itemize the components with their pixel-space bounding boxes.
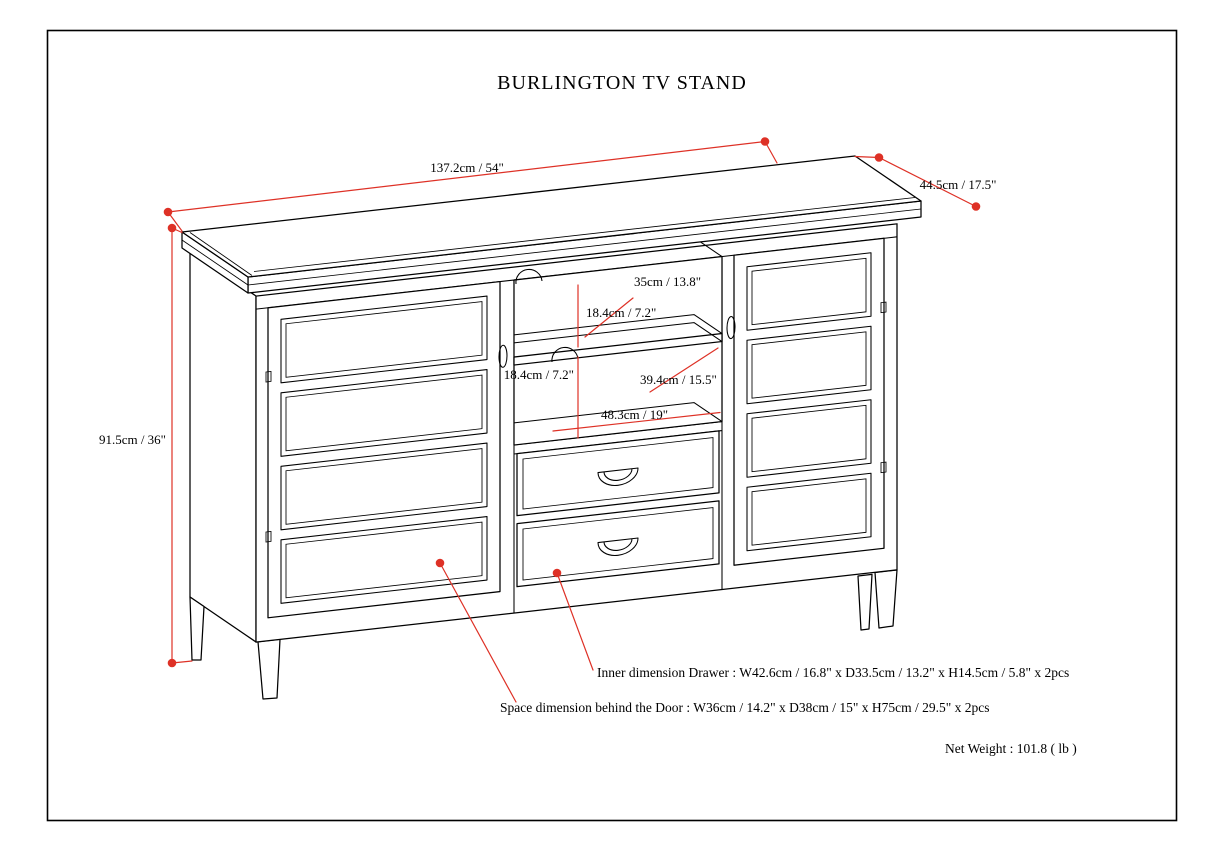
- overall-depth-label: 44.5cm / 17.5": [920, 177, 997, 192]
- left-door-panes: [280, 295, 488, 604]
- left-door-frame: [267, 280, 501, 619]
- net-weight-note: Net Weight : 101.8 ( lb ): [945, 741, 1077, 756]
- cabinet-legs: [189, 569, 898, 700]
- dimension-dot: [435, 558, 445, 568]
- annotation-leader-lines: [439, 562, 594, 703]
- interior-depth-label: 39.4cm / 15.5": [640, 372, 717, 387]
- center-shelf-front-edge: [513, 332, 723, 366]
- drawer-fronts: [516, 430, 720, 588]
- door-hinges: [265, 301, 887, 543]
- top-shelf-depth-label: 35cm / 13.8": [634, 274, 701, 289]
- drawer-cup-pull-top: [597, 467, 639, 486]
- annotation-texts: Inner dimension Drawer : W42.6cm / 16.8"…: [500, 665, 1077, 756]
- drawer-dimension-note: Inner dimension Drawer : W42.6cm / 16.8"…: [597, 665, 1069, 680]
- dimension-dot: [760, 137, 770, 146]
- cabinet-front-face: [255, 223, 898, 643]
- dimension-labels: 137.2cm / 54" 44.5cm / 17.5" 91.5cm / 36…: [99, 160, 996, 447]
- dimension-dot: [971, 202, 981, 211]
- opening-width-label: 48.3cm / 19": [601, 407, 668, 422]
- dimension-dot: [874, 153, 884, 162]
- overall-height-label: 91.5cm / 36": [99, 432, 166, 447]
- dimension-dot: [552, 568, 562, 578]
- cabinet-left-side-panel: [189, 250, 257, 643]
- bottom-opening-height-label: 18.4cm / 7.2": [504, 367, 574, 382]
- cable-hole-cutouts: [515, 268, 579, 363]
- cabinet-drawing: [181, 155, 922, 700]
- dimension-dot: [167, 223, 177, 233]
- top-edge-molding-lines: [181, 197, 922, 286]
- drawer-cup-pull-bottom: [597, 537, 639, 556]
- right-door-frame: [733, 237, 885, 566]
- right-door-handle: [726, 316, 736, 340]
- dimension-endpoint-dots: [163, 137, 981, 668]
- dimension-dot: [167, 658, 177, 668]
- drawer-front-inner-lines: [522, 437, 714, 581]
- dimension-dot: [163, 207, 173, 217]
- overall-width-label: 137.2cm / 54": [430, 160, 504, 175]
- top-opening-height-label: 18.4cm / 7.2": [586, 305, 656, 320]
- right-door-panes: [746, 252, 872, 552]
- door-dimension-note: Space dimension behind the Door : W36cm …: [500, 700, 989, 715]
- page-title: BURLINGTON TV STAND: [497, 72, 747, 94]
- top-surface: [181, 155, 922, 278]
- interior-depth-dimension-lines: [584, 297, 719, 393]
- leg-back-left: [189, 596, 205, 661]
- opening-width-dimension-line: [552, 411, 721, 432]
- left-door-pane-inner-lines: [285, 301, 483, 599]
- leg-back-right: [857, 573, 873, 631]
- cabinet-top: [181, 155, 922, 294]
- leg-front-right: [874, 569, 898, 629]
- right-door-pane-inner-lines: [751, 257, 867, 546]
- left-door-handle: [498, 344, 508, 368]
